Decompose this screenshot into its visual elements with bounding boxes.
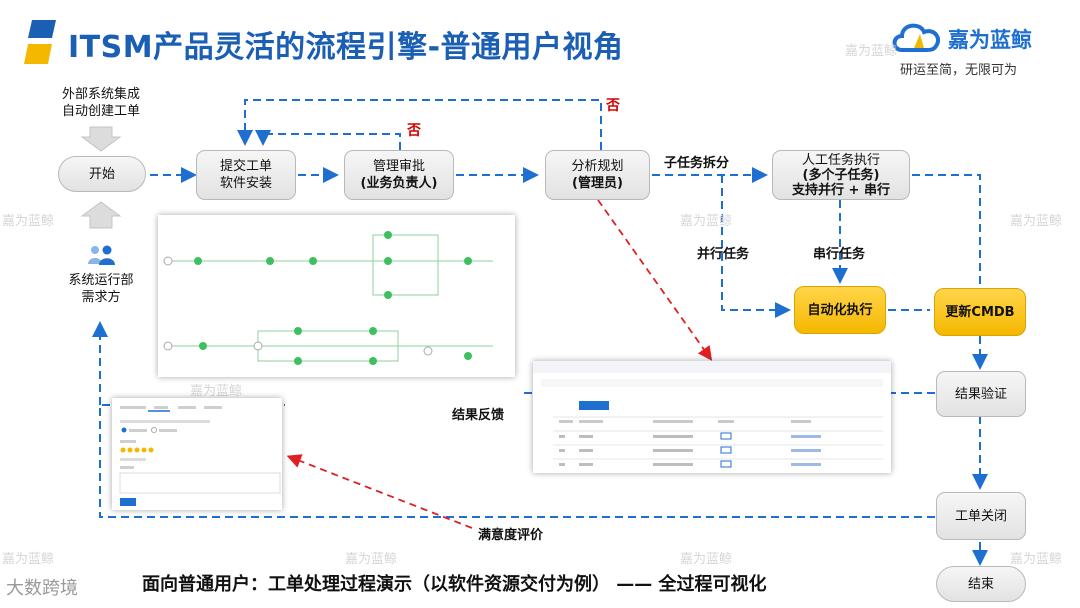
brand-cloud-icon xyxy=(892,23,941,52)
node-auto-execution[interactable]: 自动化执行 xyxy=(794,286,886,334)
satisfaction-form xyxy=(119,406,281,506)
watermark: 嘉为蓝鲸 xyxy=(680,214,733,229)
task-list-screenshot xyxy=(533,361,891,473)
reject-label: 否 xyxy=(606,98,620,114)
logo-mark-icon xyxy=(24,20,56,64)
watermark: 嘉为蓝鲸 xyxy=(345,552,398,567)
footer-caption: 面向普通用户：工单处理过程演示（以软件资源交付为例） —— 全过程可视化 xyxy=(142,574,767,595)
node-end[interactable]: 结束 xyxy=(936,566,1026,602)
watermark: 嘉为蓝鲸 xyxy=(1010,552,1063,567)
requester-note: 系统运行部 需求方 xyxy=(68,273,134,305)
node-manager-approval[interactable]: 管理审批(业务负责人) xyxy=(344,150,454,200)
node-result-verify[interactable]: 结果验证 xyxy=(936,371,1026,417)
satisfaction-screenshot xyxy=(112,398,282,510)
watermark: 嘉为蓝鲸 xyxy=(1010,214,1063,229)
node-update-cmdb[interactable]: 更新CMDB xyxy=(934,288,1026,336)
node-manual-task[interactable]: 人工任务执行 (多个子任务) 支持并行 + 串行 xyxy=(772,150,910,200)
watermark: 嘉为蓝鲸 xyxy=(190,384,243,399)
watermark: 嘉为蓝鲸 xyxy=(2,552,55,567)
watermark: 嘉为蓝鲸 xyxy=(680,552,733,567)
workflow-graph xyxy=(163,231,493,365)
task-table xyxy=(533,361,891,468)
satisfaction-label: 满意度评价 xyxy=(478,528,544,543)
footer-logo: 大数跨境 xyxy=(6,578,78,599)
external-integration-note: 外部系统集成 自动创建工单 xyxy=(61,87,140,119)
node-start[interactable]: 开始 xyxy=(58,156,146,192)
result-feedback-label: 结果反馈 xyxy=(452,408,505,423)
node-submit-ticket[interactable]: 提交工单软件安装 xyxy=(196,150,296,200)
watermark: 嘉为蓝鲸 xyxy=(845,44,898,59)
workflow-screenshot xyxy=(158,215,515,377)
node-analysis-planning[interactable]: 分析规划(管理员) xyxy=(545,150,650,200)
page-title: ITSM产品灵活的流程引擎-普通用户视角 xyxy=(68,30,624,65)
brand-slogan: 研运至简，无限可为 xyxy=(900,63,1018,78)
users-icon xyxy=(88,245,115,265)
subtask-split-label: 子任务拆分 xyxy=(664,156,730,171)
reject-label: 否 xyxy=(407,123,421,139)
watermark: 嘉为蓝鲸 xyxy=(2,214,55,229)
node-ticket-close[interactable]: 工单关闭 xyxy=(936,492,1026,540)
parallel-task-label: 并行任务 xyxy=(697,247,750,262)
serial-task-label: 串行任务 xyxy=(813,247,866,262)
brand-name: 嘉为蓝鲸 xyxy=(948,28,1032,52)
